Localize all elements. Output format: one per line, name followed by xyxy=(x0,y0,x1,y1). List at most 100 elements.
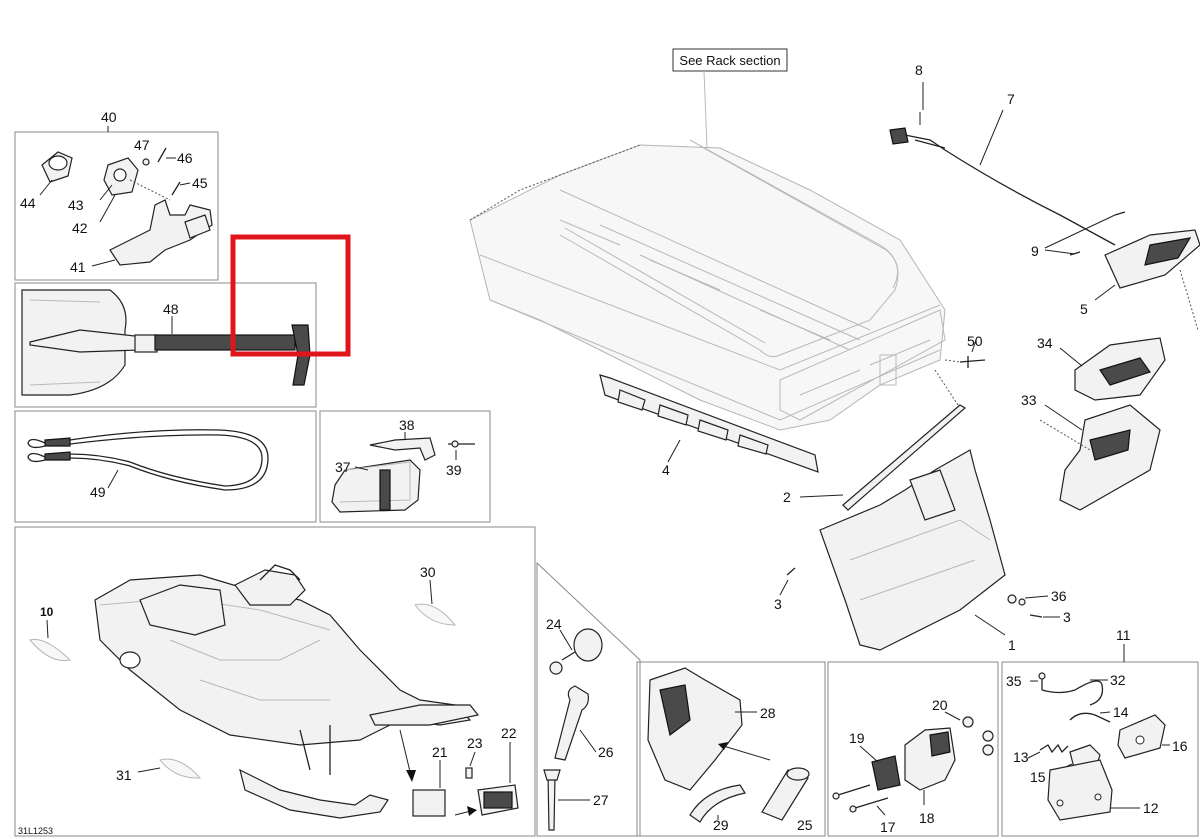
callout-44: 44 xyxy=(20,195,36,211)
part-3-screws: 3 3 36 xyxy=(774,567,1071,625)
callout-23: 23 xyxy=(467,735,483,751)
callout-45: 45 xyxy=(192,175,208,191)
callout-40: 40 xyxy=(101,109,117,125)
callout-3b: 3 xyxy=(1063,609,1071,625)
callout-10: 10 xyxy=(40,605,54,619)
callout-14: 14 xyxy=(1113,704,1129,720)
frame-kit-40 xyxy=(14,131,219,281)
callout-18: 18 xyxy=(919,810,935,826)
callout-35: 35 xyxy=(1006,673,1022,689)
callout-21: 21 xyxy=(432,744,448,760)
callout-46: 46 xyxy=(177,150,193,166)
decal-30: 30 xyxy=(414,564,457,626)
callout-33: 33 xyxy=(1021,392,1037,408)
part-7-8-light-harness: 8 7 xyxy=(889,62,1116,246)
frame-bag-37 xyxy=(319,410,491,523)
part-13-spring: 13 xyxy=(1013,743,1069,765)
frame-strap-49 xyxy=(14,410,317,523)
callout-39: 39 xyxy=(446,462,462,478)
callout-26: 26 xyxy=(598,744,614,760)
callout-24: 24 xyxy=(546,616,562,632)
part-18-hitch: 18 xyxy=(904,727,956,826)
part-14-clip: 14 xyxy=(1069,704,1129,723)
callout-42: 42 xyxy=(72,220,88,236)
callout-3a: 3 xyxy=(774,596,782,612)
part-20-nuts: 20 xyxy=(932,697,994,756)
frame-sled-decals xyxy=(14,526,536,837)
callout-47: 47 xyxy=(134,137,150,153)
part-19-plate: 19 xyxy=(849,730,901,791)
callout-1: 1 xyxy=(1008,637,1016,653)
see-rack-section-box: See Rack section xyxy=(672,48,788,149)
callout-20: 20 xyxy=(932,697,948,713)
callout-2: 2 xyxy=(783,489,791,505)
part-1-snowflap: 1 xyxy=(819,449,1016,653)
callout-25: 25 xyxy=(797,817,813,833)
callout-29: 29 xyxy=(713,817,729,833)
callout-15: 15 xyxy=(1030,769,1046,785)
callout-11: 11 xyxy=(1116,627,1131,643)
part-49-strap: 49 xyxy=(27,429,269,500)
part-27-wrench: 27 xyxy=(543,769,609,831)
part-33-bracket: 33 xyxy=(1021,392,1161,511)
callout-31: 31 xyxy=(116,767,132,783)
callout-27: 27 xyxy=(593,792,609,808)
part-26-spanner: 26 xyxy=(554,685,614,761)
sled-illustration xyxy=(94,564,480,819)
part-5-taillight: 5 9 xyxy=(1031,211,1200,331)
callout-9: 9 xyxy=(1031,243,1039,259)
part-22-card: 22 xyxy=(454,725,519,816)
part-29-strap: 29 xyxy=(689,784,746,833)
callout-41: 41 xyxy=(70,259,86,275)
callout-28: 28 xyxy=(760,705,776,721)
rack-assembly xyxy=(469,139,946,431)
callout-7: 7 xyxy=(1007,91,1015,107)
part-38-clip: 38 xyxy=(369,417,436,461)
part-12-plate: 12 xyxy=(1047,759,1159,821)
highlight-box xyxy=(230,234,351,357)
callout-48: 48 xyxy=(163,301,179,317)
callout-49: 49 xyxy=(90,484,106,500)
part-4-side-panel: 4 xyxy=(599,374,819,478)
callout-36: 36 xyxy=(1051,588,1067,604)
part-34-housing: 34 xyxy=(1037,335,1166,401)
part-35-pin: 35 xyxy=(1006,672,1046,690)
callout-32: 32 xyxy=(1110,672,1126,688)
callout-12: 12 xyxy=(1143,800,1159,816)
part-32-lanyard: 32 xyxy=(1041,672,1126,706)
part-50-pin: 50 xyxy=(944,333,986,368)
callout-43: 43 xyxy=(68,197,84,213)
frame-hitch-18 xyxy=(827,661,999,837)
callout-13: 13 xyxy=(1013,749,1029,765)
part-17-bolts: 17 xyxy=(832,784,896,835)
part-28-holder: 28 xyxy=(647,667,776,791)
kit-11: 11 xyxy=(1116,627,1131,662)
frame-shovel-48 xyxy=(14,282,317,408)
decal-31: 31 xyxy=(116,758,202,783)
decal-10: 10 xyxy=(29,605,72,662)
part-48-shovel: 48 xyxy=(21,289,311,396)
kit-40: 40 44 43 42 47 46 45 41 xyxy=(20,109,213,275)
part-25-canister: 25 xyxy=(718,742,813,833)
part-39-pin: 39 xyxy=(446,440,475,478)
callout-37: 37 xyxy=(335,459,351,475)
part-2-strip: 2 xyxy=(783,369,967,511)
callout-34: 34 xyxy=(1037,335,1053,351)
callout-16: 16 xyxy=(1172,738,1188,754)
frame-lock-11 xyxy=(1001,661,1199,837)
callout-30: 30 xyxy=(420,564,436,580)
part-23-clip: 23 xyxy=(465,735,483,779)
callout-5: 5 xyxy=(1080,301,1088,317)
see-rack-section-label: See Rack section xyxy=(679,53,780,68)
callout-17: 17 xyxy=(880,819,896,835)
part-21-label: 21 xyxy=(412,744,448,817)
frame-holder-28 xyxy=(636,661,826,837)
callout-19: 19 xyxy=(849,730,865,746)
part-24-tool-cap: 24 xyxy=(546,616,603,675)
figure-code: 31L1253 xyxy=(18,826,53,836)
part-16-bracket: 16 xyxy=(1117,714,1188,759)
callout-22: 22 xyxy=(501,725,517,741)
part-37-bag: 37 xyxy=(331,459,421,513)
callout-4: 4 xyxy=(662,462,670,478)
